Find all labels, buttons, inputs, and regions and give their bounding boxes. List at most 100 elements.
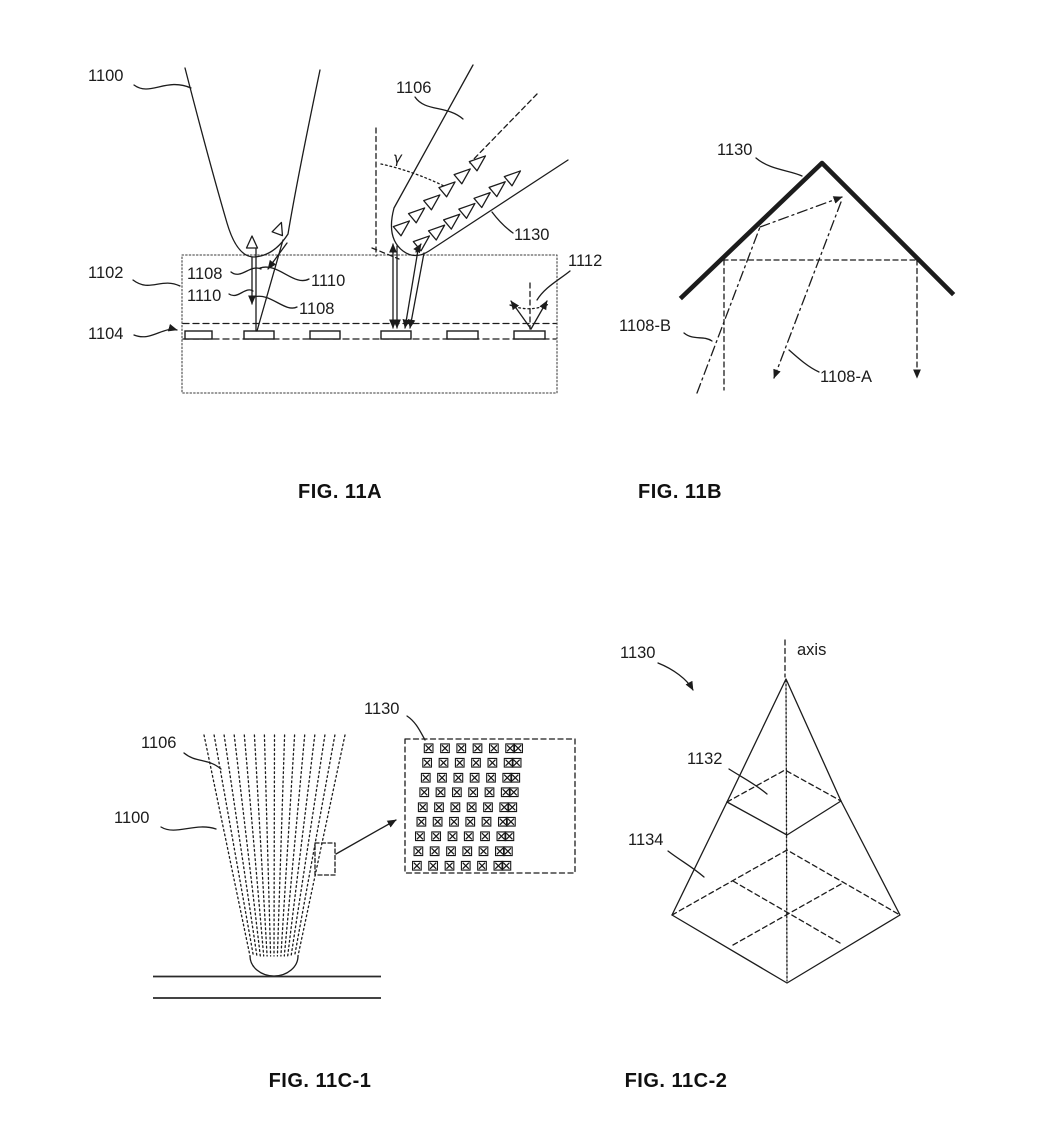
label-1130: 1130 (620, 644, 655, 662)
prism-chain-upper (392, 155, 487, 237)
prism-cell: ⊠ (512, 739, 525, 757)
prism-cell: ⊠ (434, 783, 447, 801)
label-1104: 1104 (88, 325, 123, 343)
fan-ray (253, 734, 268, 957)
prism-cell: ⊠ (454, 754, 467, 772)
emitter (243, 330, 275, 340)
prism-cell: ⊠ (471, 739, 484, 757)
leader-1132 (728, 768, 768, 795)
ray-1108A (773, 201, 842, 379)
prism-cell: ⊠ (448, 813, 461, 831)
prism-triangle (442, 213, 461, 230)
fan-ray (233, 734, 261, 957)
prism-cell: ⊠ (445, 842, 458, 860)
up-arrow (413, 243, 422, 254)
label-1106: 1106 (396, 79, 431, 97)
leader-1110-right (259, 266, 310, 282)
leader-1108A (788, 349, 820, 373)
label-1130: 1130 (364, 700, 399, 718)
prism-cell: ⊠ (505, 813, 518, 831)
ray-1108B-refracted (759, 196, 843, 228)
tilted-cone-axis-dashed (469, 93, 538, 164)
prism-triangle (423, 194, 441, 211)
prism-cell: ⊠ (501, 768, 514, 786)
leader-1108-left (230, 267, 262, 275)
leader-1106 (183, 752, 222, 770)
prism-cell: ⊠ (506, 798, 519, 816)
dome-tip (249, 955, 299, 977)
prism-cell: ⊠ (439, 739, 452, 757)
prism-cell: ⊠ (437, 754, 450, 772)
prism-cell: ⊠ (420, 768, 433, 786)
prism-cell: ⊠ (446, 827, 459, 845)
fig-11a: γ 1100 1102 1104 1108 1110 111 (88, 64, 602, 503)
leader-1130 (491, 211, 514, 234)
prism-tent-1130 (678, 160, 956, 301)
caption-fig-11c2: FIG. 11C-2 (625, 1070, 728, 1092)
prism-cell: ⊠ (486, 754, 499, 772)
prism-cell: ⊠ (503, 827, 516, 845)
leader-1100 (160, 826, 217, 831)
fan-ray (280, 734, 296, 957)
hollow-up-arrowhead (245, 235, 259, 249)
left-cone-rays (245, 221, 288, 332)
label-1130: 1130 (514, 226, 549, 244)
prism-triangle (412, 235, 431, 252)
label-1106: 1106 (141, 734, 176, 752)
leader-1108B (683, 332, 713, 342)
leader-1110-left (228, 289, 254, 297)
prism-cell: ⊠ (411, 857, 424, 875)
prism-cell: ⊠ (464, 813, 477, 831)
caption-fig-11b: FIG. 11B (638, 481, 722, 503)
prism-triangle (407, 207, 426, 224)
prism-cell: ⊠ (508, 783, 521, 801)
fan-ray (263, 734, 272, 957)
label-1112: 1112 (568, 252, 602, 270)
hollow-tilted-arrowhead (271, 221, 284, 237)
label-1100: 1100 (114, 809, 149, 827)
prism-array-grid: ⊠⊠⊠⊠⊠⊠⊠⊠⊠⊠⊠⊠⊠⊠⊠⊠⊠⊠⊠⊠⊠⊠⊠⊠⊠⊠⊠⊠⊠⊠⊠⊠⊠⊠⊠⊠⊠⊠⊠⊠… (411, 739, 525, 875)
prism-cell: ⊠ (418, 783, 431, 801)
fan-ray (203, 734, 251, 957)
prism-cell: ⊠ (461, 842, 474, 860)
fan-ray (273, 734, 276, 957)
prism-cell: ⊠ (495, 827, 508, 845)
prism-cell: ⊠ (482, 798, 495, 816)
zoom-callout-arrow (335, 819, 397, 855)
short-dashed-segment (371, 247, 400, 260)
label-1130: 1130 (717, 141, 752, 159)
fig-11b: 1130 1108-B 1108-A FIG. 11B (619, 141, 956, 503)
label-1108-left: 1108 (187, 265, 222, 283)
prism-cell: ⊠ (449, 798, 462, 816)
prism-cell: ⊠ (509, 768, 522, 786)
fan-ray (213, 734, 255, 957)
prism-triangle (488, 181, 506, 198)
leader-1100 (133, 83, 192, 90)
scatter-ray-right (530, 300, 548, 330)
ray-1108B-incident (696, 226, 761, 394)
leader-1130-arrow (657, 662, 694, 691)
gamma-angle-arc (380, 163, 445, 187)
prism-cell: ⊠ (497, 813, 510, 831)
leader-1108-right (253, 295, 298, 309)
waveguide-layer-outline (181, 254, 558, 394)
label-1110-right: 1110 (311, 272, 345, 290)
caption-fig-11c1: FIG. 11C-1 (269, 1070, 372, 1092)
leader-1104 (133, 323, 178, 338)
fan-ray (287, 734, 316, 957)
prism-cell: ⊠ (492, 857, 505, 875)
base-back-edges-hidden (671, 849, 901, 916)
prism-cell: ⊠ (460, 857, 473, 875)
fan-ray (276, 734, 286, 957)
prism-triangle (458, 202, 476, 219)
emitter (380, 330, 412, 340)
tilted-cone-rays (389, 243, 425, 329)
prism-cell: ⊠ (436, 768, 449, 786)
prism-cell: ⊠ (470, 754, 483, 772)
prism-triangle (438, 181, 456, 198)
base-hidden-diagonal-1 (732, 880, 841, 944)
prism-cell: ⊠ (467, 783, 480, 801)
prism-triangle (468, 155, 487, 172)
prism-cell: ⊠ (485, 768, 498, 786)
